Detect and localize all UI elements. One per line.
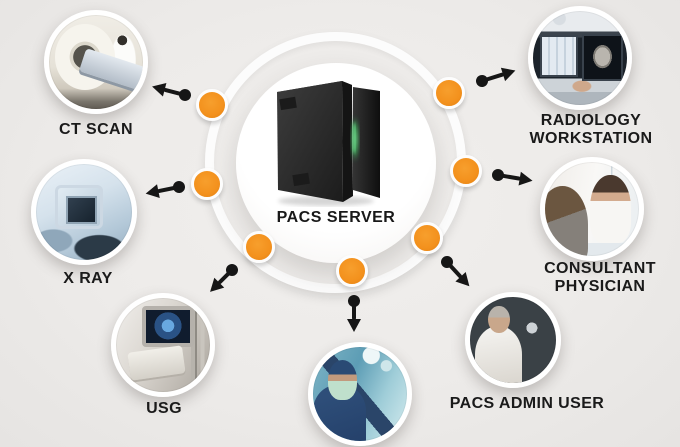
node-label-radiology-workstation: RADIOLOGY WORKSTATION [529,112,653,147]
arrow-to-usg-icon [217,268,234,285]
node-label-ct-scan: CT SCAN [59,121,133,138]
connector-dot [243,231,275,263]
surgeon-photo [308,342,412,446]
arrow-to-pacs-admin-user-icon [445,260,463,279]
ultrasound-machine-photo [111,293,215,397]
doctor-with-patient-photo [540,157,644,261]
arrow-to-radiology-workstation-icon [481,72,505,83]
node-label-pacs-admin-user: PACS ADMIN USER [449,395,605,412]
connector-dot [411,222,443,254]
connector-dot [191,168,223,200]
connector-dot [450,155,482,187]
arrow-to-ct-scan-icon [163,87,186,97]
admin-at-workstation-photo [465,292,561,388]
connector-dot [433,77,465,109]
server-tower-icon [277,81,380,206]
connector-dot [336,255,368,287]
node-label-usg: USG [146,400,182,417]
node-label-consultant-physician: CONSULTANT PHYSICIAN [544,260,656,295]
node-label-x-ray: X RAY [63,270,113,287]
ct-scanner-photo [44,10,148,114]
radiology-monitors-photo [528,6,632,110]
connector-dot [196,89,228,121]
arrow-to-operating-room-staff-icon [352,301,356,320]
x-ray-machine-photo [31,159,137,265]
arrow-to-consultant-physician-icon [497,173,522,181]
arrow-to-x-ray-icon [157,185,180,194]
center-label: PACS SERVER [276,209,396,226]
